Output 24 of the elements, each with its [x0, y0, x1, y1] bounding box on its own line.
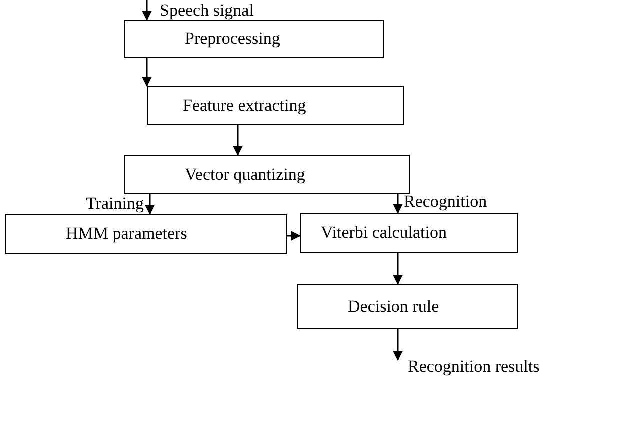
- box-label: Decision rule: [348, 296, 440, 318]
- process-box: [124, 20, 384, 58]
- box-label: HMM parameters: [66, 223, 188, 246]
- arrow: [145, 194, 155, 215]
- arrow: [142, 58, 152, 87]
- process-box: [297, 284, 518, 329]
- process-box: [5, 214, 287, 254]
- arrow: [393, 253, 403, 285]
- process-box: [147, 86, 404, 125]
- box-label: Viterbi calculation: [321, 222, 447, 244]
- edge-label: Recognition results: [408, 356, 540, 378]
- edge-label: Training: [86, 193, 144, 214]
- arrow: [287, 231, 301, 241]
- arrow: [393, 329, 403, 361]
- box-label: Preprocessing: [185, 28, 280, 50]
- arrow: [233, 125, 243, 156]
- process-box: [124, 155, 410, 194]
- arrow: [142, 0, 152, 21]
- box-label: Feature extracting: [183, 94, 306, 117]
- edge-label: Speech signal: [160, 0, 254, 22]
- edge-label: Recognition: [404, 191, 488, 212]
- arrow: [393, 194, 403, 214]
- box-label: Vector quantizing: [185, 164, 306, 186]
- process-box: [300, 213, 518, 253]
